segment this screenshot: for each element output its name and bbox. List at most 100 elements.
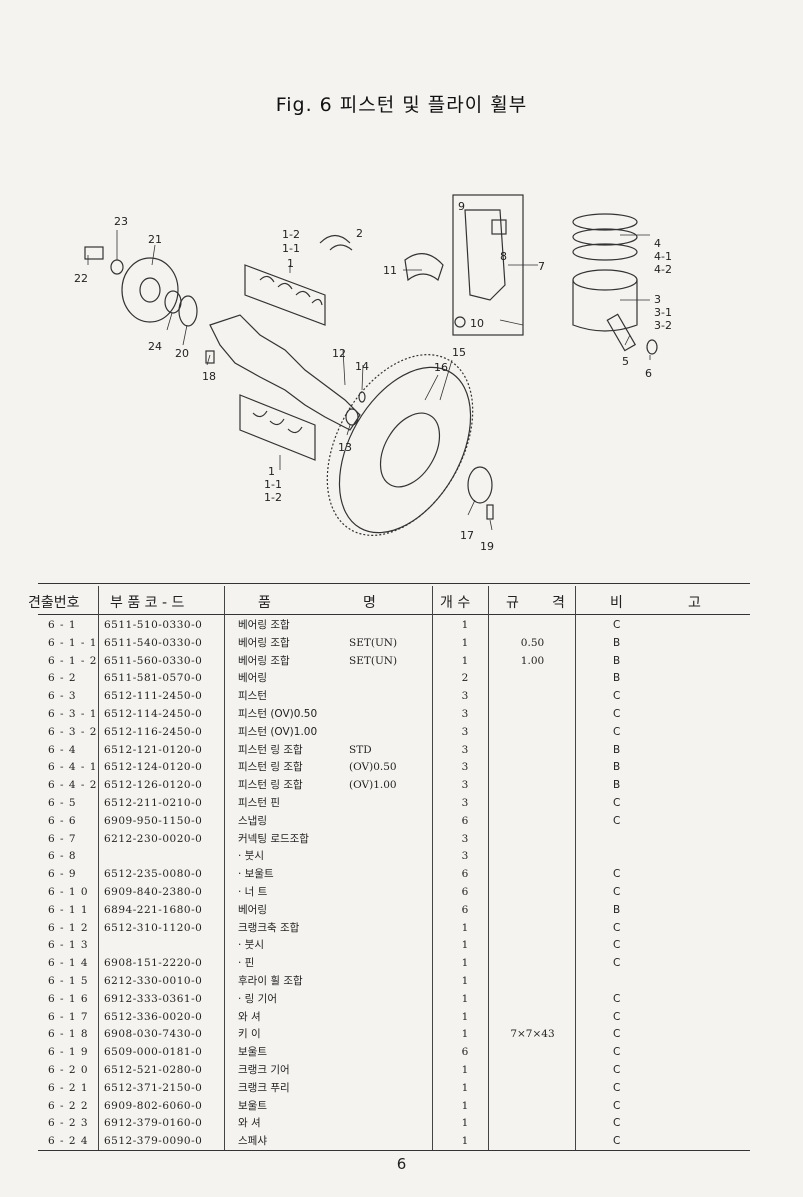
thrust-bearing	[319, 234, 353, 251]
quantity: 1	[461, 939, 469, 952]
note: C	[613, 725, 621, 738]
part-code: 6512-111-2450-0	[104, 690, 203, 703]
callout-3: 3	[654, 293, 661, 306]
note: C	[613, 939, 621, 952]
header-note-1: 비	[610, 595, 623, 611]
col-divider	[98, 586, 99, 1150]
row-number: 6 - 1 7	[48, 1010, 89, 1023]
conrod-bolt	[454, 316, 466, 328]
header-index: 견출번호	[28, 595, 80, 611]
part-name: 키 이	[238, 1028, 261, 1041]
part-code: 6512-235-0080-0	[104, 868, 203, 881]
note: C	[613, 921, 621, 934]
header-note-2: 고	[688, 595, 701, 611]
part-code: 6512-114-2450-0	[104, 708, 203, 720]
piston-ring-3	[572, 243, 638, 261]
quantity: 1	[461, 1117, 469, 1130]
callout-24: 24	[148, 340, 162, 353]
part-name: 크랭크 푸리	[238, 1081, 290, 1094]
header-spec-2: 격	[552, 595, 565, 611]
quantity: 1	[461, 654, 469, 667]
key	[205, 350, 215, 364]
row-number: 6 - 6	[48, 814, 77, 827]
quantity: 3	[461, 761, 469, 774]
row-number: 6 - 1 - 1	[48, 636, 98, 649]
part-code: 6908-151-2220-0	[104, 957, 203, 970]
quantity: 1	[461, 1081, 469, 1094]
part-name: · 너 트	[238, 886, 268, 898]
quantity: 3	[461, 797, 469, 809]
part-name: 피스턴 (OV)1.00	[238, 725, 318, 738]
callouts: 23 21 22 24 20 18 1-2 1-1 1 2 11 9 8 7 1…	[74, 200, 672, 553]
note: B	[613, 743, 621, 756]
callout-1-2-top: 1-2	[282, 228, 300, 241]
callout-7: 7	[538, 260, 545, 273]
quantity: 3	[461, 743, 469, 756]
table-header: 견출번호 부 품 코 - 드 품 명 개 수 규 격 비 고	[28, 588, 750, 614]
quantity: 1	[461, 636, 469, 649]
callout-23: 23	[114, 215, 128, 228]
callout-18: 18	[202, 370, 216, 383]
part-variant: (OV)0.50	[349, 761, 397, 774]
callout-6: 6	[645, 367, 652, 380]
col-divider	[575, 586, 576, 1150]
row-number: 6 - 1 9	[48, 1046, 89, 1059]
part-code: 6511-510-0330-0	[104, 619, 203, 631]
part-name: 크랭크축 조합	[238, 921, 300, 934]
callout-1-1-top: 1-1	[282, 242, 300, 255]
conrod-bush	[491, 219, 507, 235]
part-name: 커넥팅 로드조합	[238, 832, 309, 845]
callout-4: 4	[654, 237, 661, 250]
callout-17: 17	[460, 529, 474, 542]
crank-pin	[358, 391, 366, 403]
note: C	[613, 992, 621, 1005]
part-name: 보울트	[238, 1046, 267, 1059]
row-number: 6 - 1	[48, 619, 77, 631]
part-name: 피스턴 (OV)0.50	[238, 708, 318, 720]
callout-10: 10	[470, 317, 484, 330]
note: C	[613, 1064, 621, 1076]
note: C	[613, 1099, 621, 1112]
note: C	[613, 1117, 621, 1130]
row-number: 6 - 4 - 1	[48, 761, 98, 774]
spec: 7×7×43	[510, 1028, 555, 1041]
part-variant: SET(UN)	[349, 636, 398, 649]
part-name: 피스턴 링 조합	[238, 779, 303, 792]
part-name: 스냅링	[238, 814, 267, 827]
callout-15: 15	[452, 346, 466, 359]
part-code: 6909-840-2380-0	[104, 886, 203, 898]
conrod-bearing	[404, 253, 444, 282]
quantity: 6	[461, 1046, 469, 1059]
part-code: 6512-116-2450-0	[104, 725, 203, 738]
piston-ring-1	[572, 213, 638, 231]
table-top-rule	[38, 583, 750, 584]
part-name: 피스턴 핀	[238, 797, 280, 809]
part-name: 보울트	[238, 1099, 267, 1112]
note: C	[613, 814, 621, 827]
part-code: 6512-126-0120-0	[104, 779, 203, 792]
part-variant: STD	[349, 743, 372, 756]
piston-pin	[606, 313, 637, 352]
row-number: 6 - 2 0	[48, 1064, 89, 1076]
part-code: 6512-379-0090-0	[104, 1135, 203, 1148]
part-code: 6912-379-0160-0	[104, 1117, 203, 1130]
quantity: 3	[461, 690, 469, 703]
quantity: 3	[461, 779, 469, 792]
part-name: · 보울트	[238, 868, 274, 881]
quantity: 3	[461, 725, 469, 738]
part-code: 6894-221-1680-0	[104, 903, 203, 916]
